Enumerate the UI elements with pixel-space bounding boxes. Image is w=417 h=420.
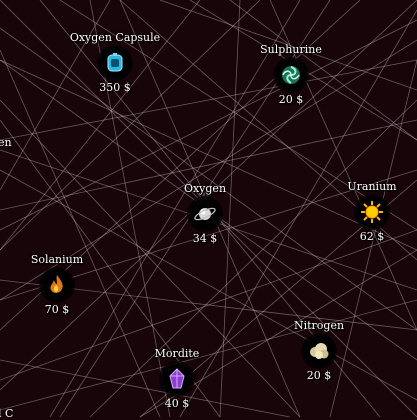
route-line	[0, 0, 261, 251]
resource-price: 40 $	[164, 397, 190, 410]
cloud-icon	[310, 343, 329, 359]
resource-node-uranium[interactable]: Uranium 62 $	[312, 181, 417, 243]
resource-node-oxygen-capsule[interactable]: Oxygen Capsule 350 $	[55, 32, 175, 94]
route-line	[0, 0, 111, 191]
route-line	[269, 0, 417, 331]
offscreen-node-label: en	[0, 136, 12, 149]
route-line	[49, 0, 301, 417]
resource-node-solanium[interactable]: Solanium 70 $	[0, 254, 117, 316]
resource-price: 350 $	[99, 81, 131, 94]
resource-price: 20 $	[278, 93, 304, 106]
capsule-icon	[107, 53, 123, 72]
route-line	[0, 99, 301, 417]
swirl-icon	[282, 66, 300, 84]
route-line	[89, 99, 417, 417]
resource-node-oxygen[interactable]: Oxygen 34 $	[145, 183, 265, 245]
route-line	[0, 0, 417, 391]
resource-price: 70 $	[44, 303, 70, 316]
resource-price: 34 $	[192, 232, 218, 245]
resource-node-sulphurine[interactable]: Sulphurine 20 $	[231, 44, 351, 106]
sun-icon	[361, 201, 383, 223]
flame-icon	[50, 275, 63, 293]
planet-icon	[194, 207, 216, 221]
route-line	[0, 27, 417, 331]
route-line	[0, 0, 201, 251]
crystal-icon	[169, 368, 185, 389]
offscreen-node-label: l C	[0, 407, 14, 420]
route-line	[329, 59, 417, 417]
resource-node-mordite[interactable]: Mordite 40 $	[117, 348, 237, 410]
resource-name: Mordite	[154, 347, 200, 360]
route-line	[59, 0, 417, 231]
route-line	[0, 229, 417, 381]
route-line	[219, 0, 241, 417]
route-line	[0, 359, 291, 417]
resource-price: 20 $	[306, 369, 332, 382]
route-line	[0, 169, 417, 401]
resource-price: 62 $	[359, 230, 385, 243]
resource-node-nitrogen[interactable]: Nitrogen 20 $	[259, 320, 379, 382]
route-line	[0, 59, 417, 251]
route-line	[179, 9, 417, 417]
route-line	[0, 19, 417, 231]
resource-name: Oxygen Capsule	[69, 31, 161, 44]
route-line	[0, 39, 417, 301]
route-line	[0, 299, 417, 411]
resource-name: Oxygen	[183, 182, 227, 195]
resource-name: Sulphurine	[260, 43, 322, 56]
route-line	[159, 0, 417, 91]
route-line	[0, 59, 417, 141]
route-line	[0, 119, 417, 211]
resource-name: Uranium	[347, 180, 397, 193]
resource-name: Nitrogen	[293, 319, 345, 332]
resource-name: Solanium	[30, 253, 84, 266]
route-line	[229, 0, 417, 141]
route-line	[0, 49, 161, 417]
